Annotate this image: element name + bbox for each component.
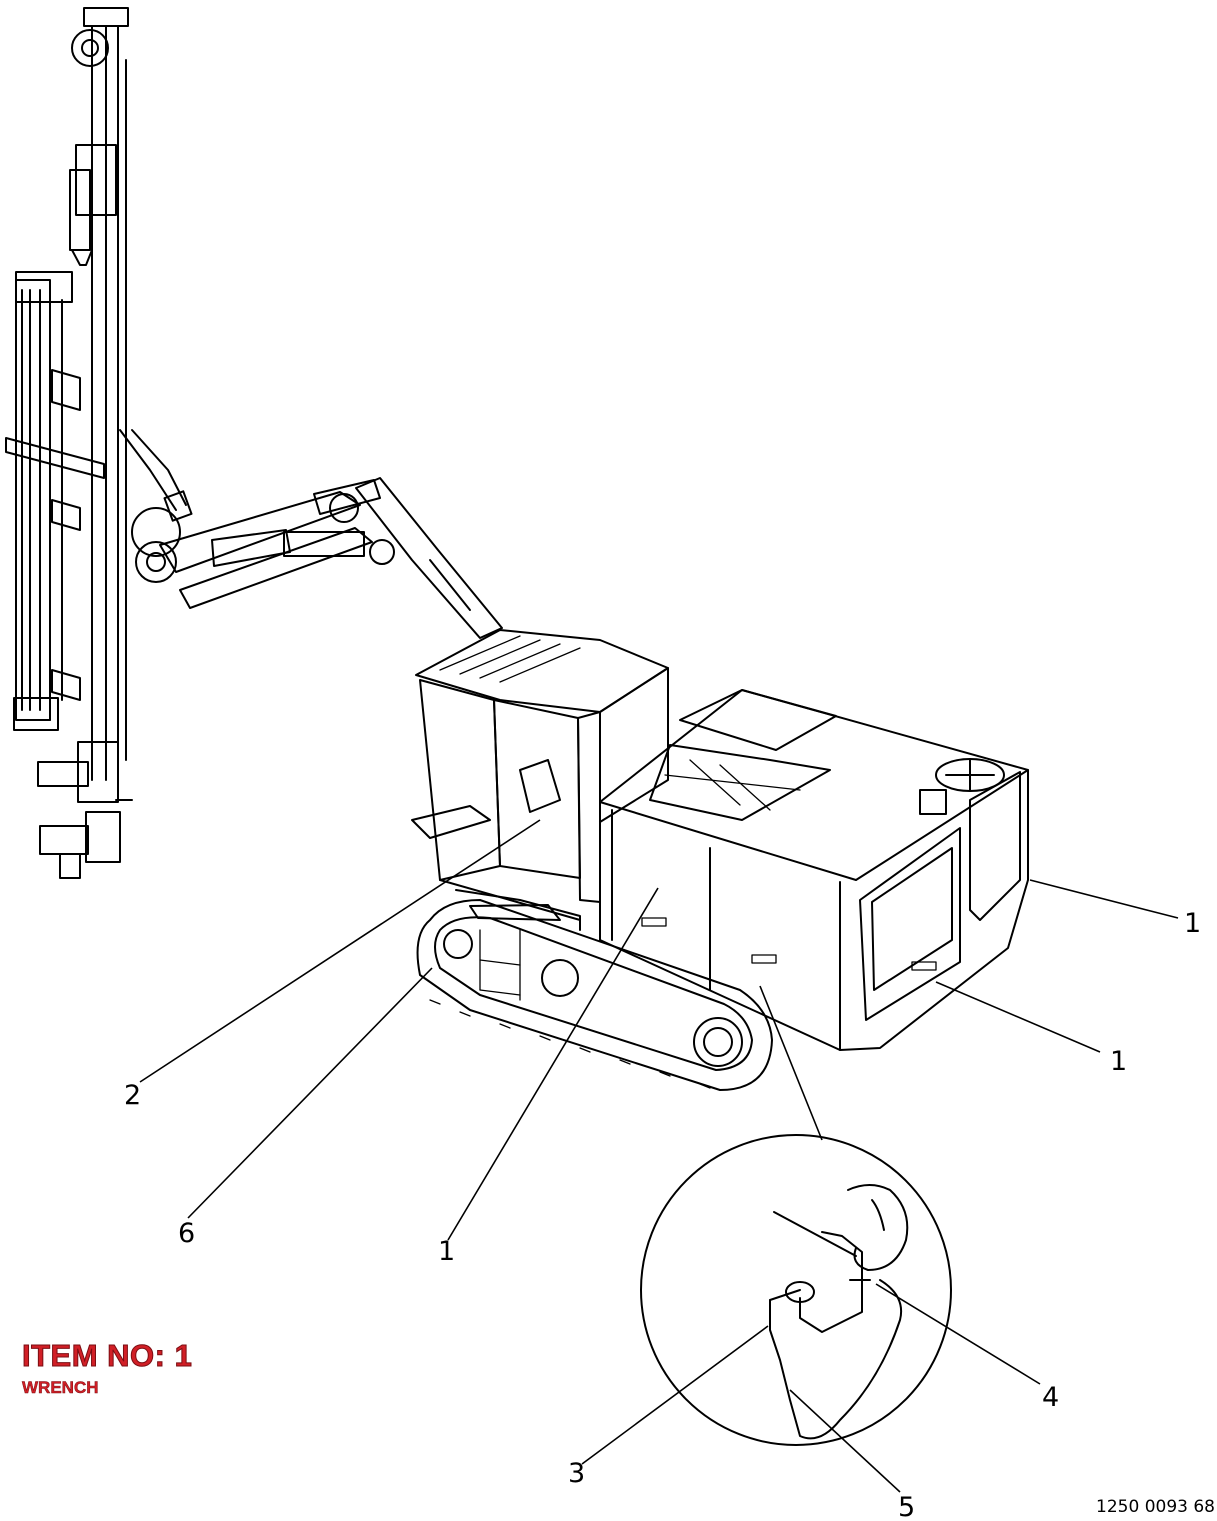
item-name-label: WRENCH <box>22 1378 99 1398</box>
drawing-number: 1250 0093 68 <box>1096 1497 1215 1517</box>
item-number-label: ITEM NO: 1 <box>21 1338 193 1374</box>
callout-1-center: 1 <box>438 1236 455 1267</box>
callout-6: 6 <box>178 1218 195 1249</box>
drill-mast <box>5 7 133 879</box>
carrier-body <box>599 689 1029 1051</box>
detail-magnifier <box>640 985 952 1446</box>
callout-3: 3 <box>568 1458 585 1489</box>
callout-leaders <box>139 819 1179 1493</box>
callout-5: 5 <box>898 1492 915 1521</box>
callout-1-right: 1 <box>1184 908 1201 939</box>
operator-cab <box>411 629 669 931</box>
callout-2: 2 <box>124 1080 141 1111</box>
boom <box>119 429 503 639</box>
callout-4: 4 <box>1042 1382 1059 1413</box>
callout-1-lower-right: 1 <box>1110 1046 1127 1077</box>
crawler-track <box>416 899 773 1091</box>
